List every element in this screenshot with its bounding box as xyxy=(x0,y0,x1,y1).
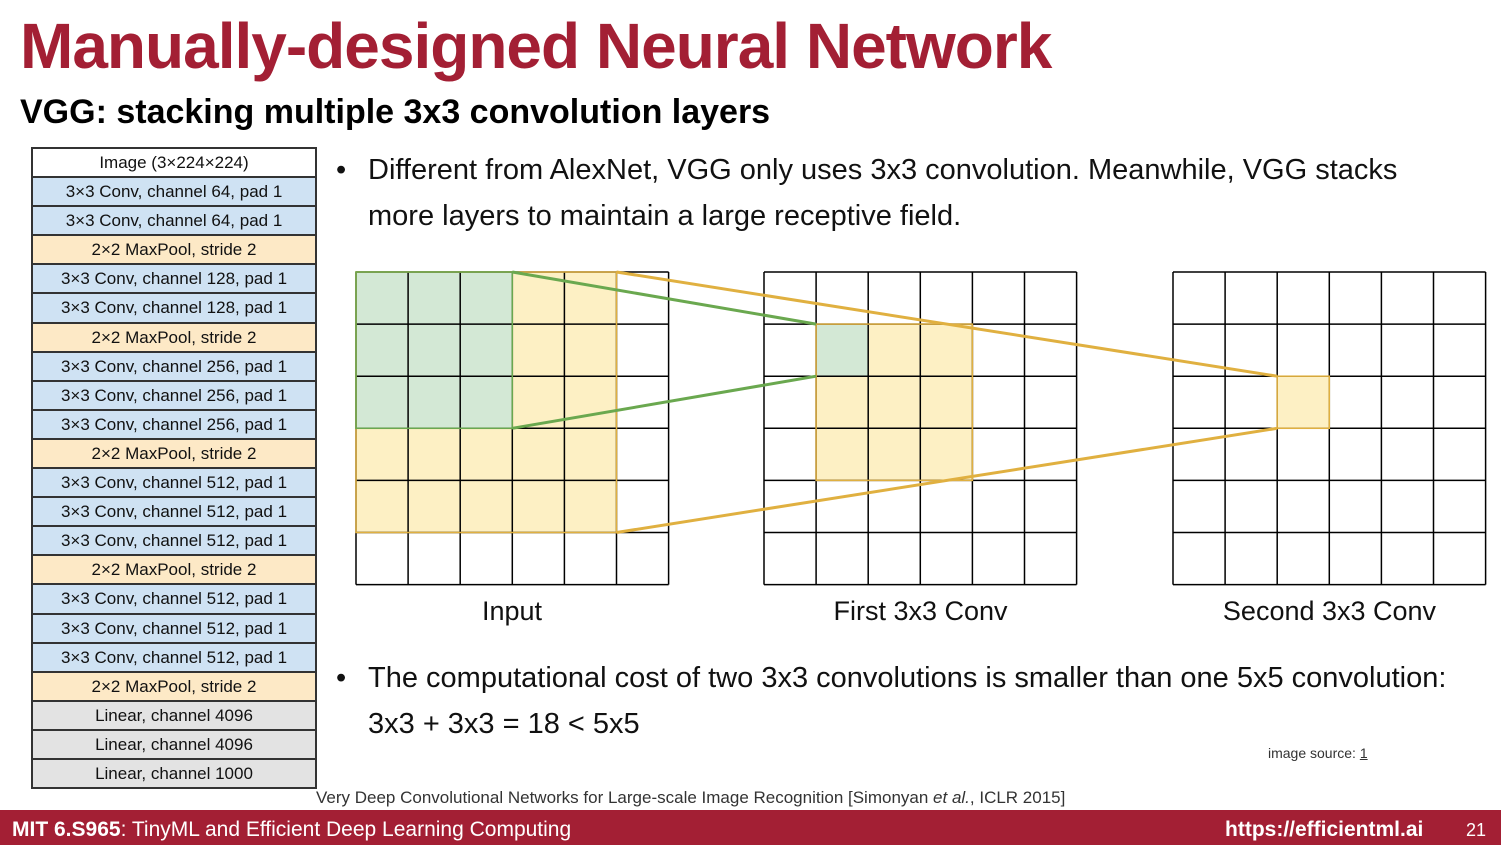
citation-italic: et al. xyxy=(933,788,970,807)
vgg-layer-stack: Image (3×224×224)3×3 Conv, channel 64, p… xyxy=(31,147,317,790)
bullet-computational-cost: • The computational cost of two 3x3 conv… xyxy=(336,655,1448,747)
grid-label-second-conv: Second 3x3 Conv xyxy=(1222,596,1437,626)
layer-conv: 3×3 Conv, channel 512, pad 1 xyxy=(33,585,315,615)
layer-conv: 3×3 Conv, channel 512, pad 1 xyxy=(33,614,315,644)
layer-conv: 3×3 Conv, channel 256, pad 1 xyxy=(33,410,315,440)
green-projection-line xyxy=(512,374,817,430)
layer-conv: 3×3 Conv, channel 64, pad 1 xyxy=(33,207,315,237)
footer-course: MIT 6.S965: TinyML and Efficient Deep Le… xyxy=(12,818,571,842)
first-conv-green-cell xyxy=(816,324,869,377)
layer-image: Image (3×224×224) xyxy=(33,149,315,179)
grid-label-first-conv: First 3x3 Conv xyxy=(833,596,1008,626)
input-green-region xyxy=(356,272,513,429)
bullet-text: Different from AlexNet, VGG only uses 3x… xyxy=(368,154,1398,232)
grid-label-input: Input xyxy=(481,596,543,626)
layer-pool: 2×2 MaxPool, stride 2 xyxy=(33,556,315,586)
paper-citation: Very Deep Convolutional Networks for Lar… xyxy=(316,788,1065,808)
bullet-text: The computational cost of two 3x3 convol… xyxy=(368,662,1447,740)
input-green-border xyxy=(355,271,514,430)
page-number: 21 xyxy=(1466,820,1487,840)
second-conv-yellow-cell xyxy=(1277,376,1330,429)
layer-pool: 2×2 MaxPool, stride 2 xyxy=(33,323,315,353)
layer-conv: 3×3 Conv, channel 512, pad 1 xyxy=(33,498,315,528)
layer-pool: 2×2 MaxPool, stride 2 xyxy=(33,672,315,702)
layer-conv: 3×3 Conv, channel 512, pad 1 xyxy=(33,469,315,499)
image-source: image source: 1 xyxy=(1268,745,1368,761)
layer-conv: 3×3 Conv, channel 128, pad 1 xyxy=(33,294,315,324)
layer-linear: Linear, channel 1000 xyxy=(33,759,315,790)
layer-conv: 3×3 Conv, channel 512, pad 1 xyxy=(33,527,315,557)
slide-subtitle: VGG: stacking multiple 3x3 convolution l… xyxy=(20,93,771,131)
footer-url[interactable]: https://efficientml.ai xyxy=(1225,818,1424,841)
layer-conv: 3×3 Conv, channel 64, pad 1 xyxy=(33,178,315,208)
second-conv-yellow-border xyxy=(1276,375,1331,430)
layer-linear: Linear, channel 4096 xyxy=(33,730,315,760)
footer-course-name: : TinyML and Efficient Deep Learning Com… xyxy=(120,818,572,841)
citation-text: Very Deep Convolutional Networks for Lar… xyxy=(316,788,934,807)
bullet-receptive-field: • Different from AlexNet, VGG only uses … xyxy=(336,147,1448,239)
bullet-dot: • xyxy=(336,154,347,186)
layer-pool: 2×2 MaxPool, stride 2 xyxy=(33,439,315,470)
layer-conv: 3×3 Conv, channel 128, pad 1 xyxy=(33,265,315,295)
slide-title: Manually-designed Neural Network xyxy=(20,10,1052,82)
footer-bar: MIT 6.S965: TinyML and Efficient Deep Le… xyxy=(0,810,1501,845)
yellow-projection-line xyxy=(616,426,1278,534)
first-conv-yellow-border xyxy=(815,323,974,482)
layer-pool: 2×2 MaxPool, stride 2 xyxy=(33,236,315,266)
image-source-link[interactable]: 1 xyxy=(1359,745,1368,761)
yellow-projection-line xyxy=(616,270,1278,378)
layer-conv: 3×3 Conv, channel 256, pad 1 xyxy=(33,352,315,382)
image-source-prefix: image source: xyxy=(1268,745,1360,761)
green-projection-line xyxy=(512,270,817,326)
layer-conv: 3×3 Conv, channel 256, pad 1 xyxy=(33,381,315,411)
bullet-dot: • xyxy=(336,662,347,694)
citation-venue: , ICLR 2015] xyxy=(969,788,1066,807)
layer-conv: 3×3 Conv, channel 512, pad 1 xyxy=(33,643,315,673)
layer-linear: Linear, channel 4096 xyxy=(33,701,315,731)
footer-course-code: MIT 6.S965 xyxy=(12,818,121,841)
